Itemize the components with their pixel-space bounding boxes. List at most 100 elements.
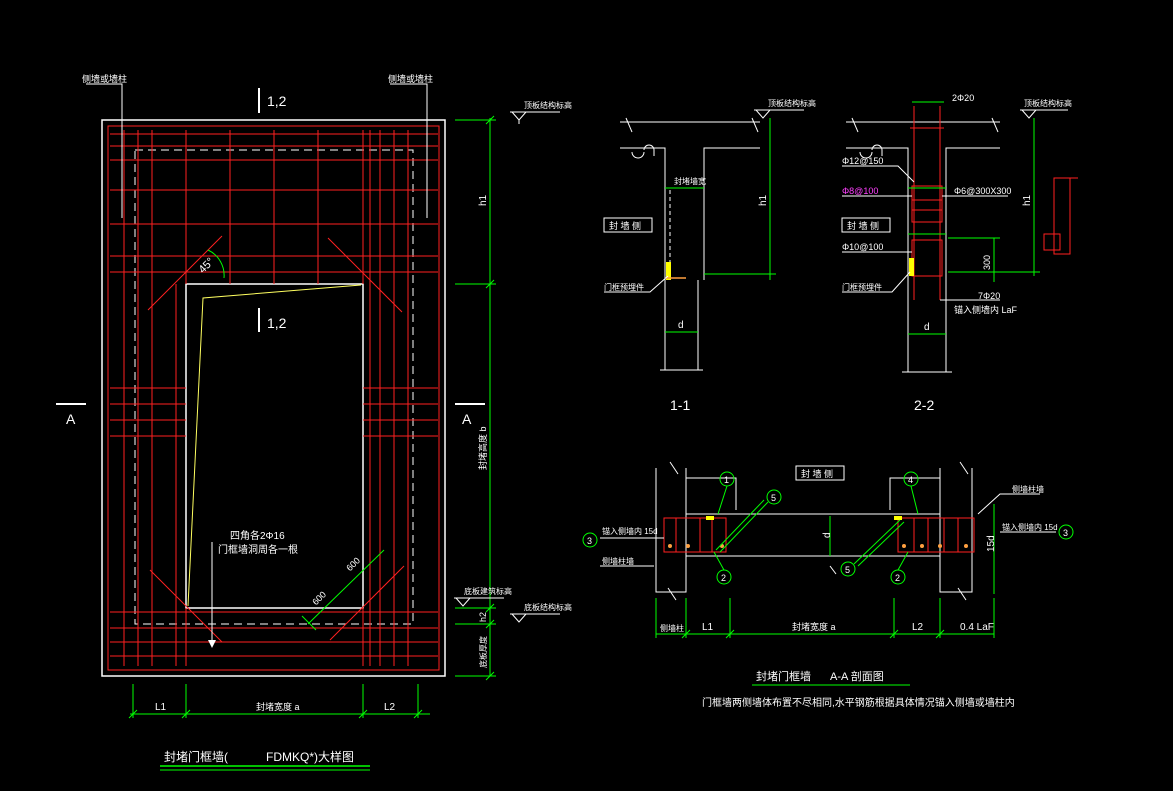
label-floor-struct: 底板建筑标高 [464,586,512,596]
s22-side-sketch-b [1043,233,1061,251]
s22-hook-mid [871,144,883,156]
s22-label-embed: 门框预埋件 [842,282,882,292]
s11-slab-bottom [620,147,666,280]
rebar-note-arrow [208,640,216,648]
section-A-left: A [66,411,76,427]
aa-circle-2b: 2 [895,573,900,583]
aa-note: 门框墙两侧墙体布置不尽相同,水平钢筋根据具体情况锚入侧墙或墙柱内 [702,696,1015,709]
s22-dim-300: 300 [982,255,992,270]
aa-dim-15d: 15d [986,535,997,552]
aa-circle-1: 1 [724,475,729,485]
s11-dim-d: d [678,320,684,331]
top-right-note: 侧墙或墙柱 [388,73,433,84]
rebar-note-1: 四角各2Φ16 [230,529,285,542]
s11-side-box [603,217,653,233]
s11-dim-h1: h1 [758,194,769,206]
aa-circle-5a: 5 [771,493,776,503]
aa-title-1: 封堵门框墙 [756,669,811,683]
s22-dim-d: d [924,322,930,333]
aa-circle-3b: 3 [1063,528,1068,538]
dim-L2: L2 [384,702,396,713]
dim-L1: L1 [155,702,167,713]
rebar-note-2: 门框墙洞周各一根 [218,543,298,556]
aa-circle-2a: 2 [721,573,726,583]
label-bottom-struct: 底板结构标高 [524,602,572,612]
s22-slab-bottom-r [945,147,1000,300]
s11-label-embed: 门框预埋件 [604,282,644,292]
dim-floor: 底板厚度 [478,636,488,668]
section-1-1: d h1 顶板结构标高 封堵墙宽 封 墙 侧 门框预埋件 1-1 [603,98,816,413]
aa-circle-3a: 3 [587,536,592,546]
s11-label-side: 封 墙 侧 [609,220,641,231]
s11-embed-leader [604,275,669,293]
elevation-outer-frame [101,119,446,677]
dim-b: 封堵高度 b [477,426,488,470]
dim-600-line-b [301,615,317,631]
level-marker-floor [454,597,504,607]
aa-break-5 [829,565,837,575]
s11-embed-plate [666,262,671,280]
aa-break-2 [959,461,969,475]
s11-break-right [751,117,759,133]
dim-a: 封堵宽度 a [256,701,300,712]
aa-title-2: A-A 剖面图 [830,669,884,683]
s22-bar2: Φ8@100 [842,186,878,196]
section-A-right: A [462,411,472,427]
aa-dim-L1: L1 [702,622,714,633]
vertical-dim-chain [455,115,496,681]
s22-leader-bar1 [842,165,915,183]
s11-slab-bottom-r [703,147,760,280]
s22-hook-left [859,151,873,159]
s22-break-left [851,117,859,133]
angle-arc [207,249,225,279]
s22-bar4: Φ10@100 [842,242,883,252]
elevation-inner-frame [107,125,440,671]
aa-embed-left [706,516,714,520]
aa-left-col-top [686,477,737,510]
s22-side-box [841,217,891,233]
s22-bar6: 锚入侧墙内 LaF [954,304,1018,315]
s22-bar-top: 2Φ20 [952,93,974,103]
aa-break-1 [669,461,679,475]
elevation-title-left: 封堵门框墙( [164,749,228,764]
section-2-2: d 2Φ20 h1 300 顶板结构标高 Φ12@150 Φ8@100 Φ6@3… [841,93,1078,413]
s22-label-side: 封 墙 侧 [847,220,879,231]
s22-break-right [991,117,999,133]
aa-dim-d: d [822,532,833,538]
dashed-wall-outline [134,149,414,625]
s22-bar5: 7Φ20 [978,291,1000,301]
rebar-grid [110,130,438,666]
aa-right-col-top [889,477,940,510]
aa-leader-side-wall [977,493,1040,515]
leader-top-left [86,83,123,218]
s11-title: 1-1 [670,397,690,413]
aa-label-left-anchor: 锚入侧墙内 15d [602,526,658,536]
s22-embed-plate [909,258,914,276]
aa-circle-5b: 5 [845,565,850,575]
aa-label-left-wall: 侧墙柱 [660,623,684,633]
dim-600-line-a [307,549,385,625]
aa-circles [582,471,1074,585]
s22-side-sketch-a [1053,177,1071,255]
aa-rebar [663,517,975,553]
dim-h2: h2 [478,612,488,622]
horizontal-dim-chain [128,684,430,719]
aa-rebar-dots [668,544,968,548]
aa-embed-right [894,516,902,520]
aa-label-side: 封 墙 侧 [801,468,833,479]
aa-side-box [795,465,845,481]
aa-dim-L2: L2 [912,622,924,633]
level-marker-top [510,111,560,124]
label-top-struct: 顶板结构标高 [524,100,572,110]
s11-rebar-hook-left [631,151,645,159]
s22-label-top: 顶板结构标高 [1024,98,1072,108]
s11-label-top: 顶板结构标高 [768,98,816,108]
aa-break-4 [957,587,967,601]
aa-dim-04: 0.4 LaF [960,622,994,633]
s22-bar3: Φ6@300X300 [954,186,1011,196]
elevation-title-code: FDMKQ*)大样图 [266,749,354,764]
aa-dim-a: 封堵宽度 a [792,621,836,632]
leader-top-right [390,83,428,218]
